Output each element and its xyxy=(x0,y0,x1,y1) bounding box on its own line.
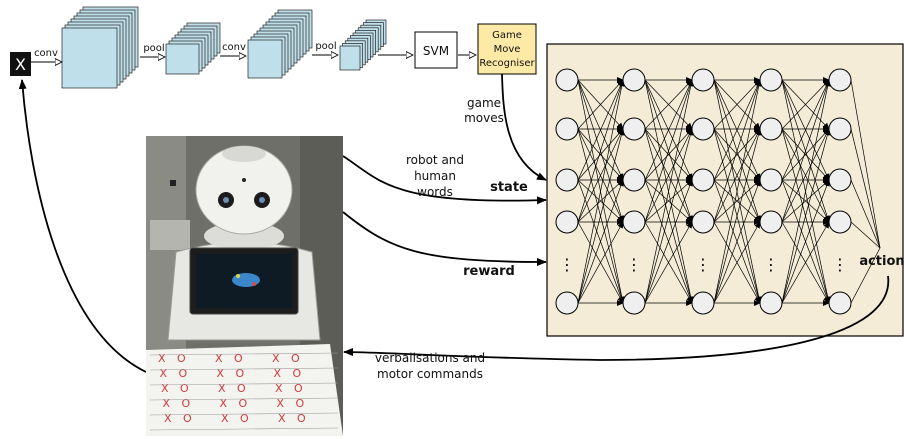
neuron-4-0 xyxy=(828,68,852,92)
neuron-3-0 xyxy=(759,68,783,92)
neuron-0-5 xyxy=(555,291,579,315)
neuron-3-5 xyxy=(759,291,783,315)
feature-map-3-0 xyxy=(339,45,361,71)
neuron-0-1 xyxy=(555,117,579,141)
recogniser-line-1: Game xyxy=(492,30,522,41)
board-mark: O xyxy=(237,382,246,395)
network-nodes: ⋮ ⋮ ⋮ ⋮ ⋮ xyxy=(555,68,852,315)
board-mark: X xyxy=(217,367,225,380)
input-x-box: X xyxy=(10,52,31,76)
conv-label-1: conv xyxy=(34,48,58,59)
feature-map-1-0 xyxy=(165,43,200,75)
board-mark: X xyxy=(220,397,228,410)
reward-label: reward xyxy=(463,264,515,279)
neuron-0-0 xyxy=(555,68,579,92)
board-mark: X xyxy=(277,397,285,410)
board-mark: X xyxy=(161,382,169,395)
neuron-2-1 xyxy=(691,117,715,141)
board-mark: O xyxy=(236,367,245,380)
action-label: action xyxy=(859,254,904,269)
board-mark: O xyxy=(294,382,303,395)
board-mark: X xyxy=(274,367,282,380)
neuron-1-5 xyxy=(622,291,646,315)
board-mark: O xyxy=(297,412,306,425)
feature-map-0-0 xyxy=(61,27,118,89)
input-x-label: X xyxy=(15,55,26,74)
neuron-2-5 xyxy=(691,291,715,315)
board-mark: O xyxy=(239,397,248,410)
words-label-3: words xyxy=(417,185,453,199)
game-moves-arrow xyxy=(501,73,547,181)
neuron-0-3 xyxy=(555,210,579,234)
recogniser-line-2: Move xyxy=(494,44,521,55)
neuron-3-1 xyxy=(759,117,783,141)
board-mark: X xyxy=(164,412,172,425)
neuron-3-2 xyxy=(759,168,783,192)
game-move-recogniser-box: Game Move Recogniser xyxy=(477,23,537,75)
board-mark: O xyxy=(293,367,302,380)
svm-box: SVM xyxy=(414,31,458,69)
board-mark: O xyxy=(240,412,249,425)
photo-to-input-arrow xyxy=(18,79,147,373)
neuron-1-0 xyxy=(622,68,646,92)
board-mark: X xyxy=(215,352,223,365)
neuron-1-3 xyxy=(622,210,646,234)
ellipsis-4: ⋮ xyxy=(832,255,848,274)
pool-label-1: pool xyxy=(143,43,164,54)
board-mark: O xyxy=(291,352,300,365)
neuron-2-2 xyxy=(691,168,715,192)
game-moves-label-2: moves xyxy=(464,111,504,125)
board-mark: O xyxy=(177,352,186,365)
cnn-stacks xyxy=(61,6,387,89)
neuron-3-3 xyxy=(759,210,783,234)
board-mark: X xyxy=(272,352,280,365)
board-mark: O xyxy=(183,412,192,425)
board-mark: X xyxy=(158,352,166,365)
reward-arrow xyxy=(342,211,547,266)
conv-label-2: conv xyxy=(222,42,246,53)
feature-map-2-0 xyxy=(247,39,283,79)
cnn-arrows xyxy=(31,55,476,62)
pool-label-2: pool xyxy=(315,41,336,52)
action-return-arrow xyxy=(343,275,890,361)
state-label: state xyxy=(490,180,528,195)
neuron-4-1 xyxy=(828,117,852,141)
board-mark: X xyxy=(275,382,283,395)
neuron-0-2 xyxy=(555,168,579,192)
board-mark: O xyxy=(296,397,305,410)
board-mark: O xyxy=(234,352,243,365)
ellipsis-3: ⋮ xyxy=(763,255,779,274)
ellipsis-0: ⋮ xyxy=(559,255,575,274)
board-mark: X xyxy=(163,397,171,410)
neuron-4-2 xyxy=(828,168,852,192)
board-mark: X xyxy=(218,382,226,395)
network-edges xyxy=(577,77,881,306)
board-mark: X xyxy=(221,412,229,425)
verbalisations-label-2: motor commands xyxy=(377,367,483,381)
verbalisations-label-1: verbalisations and xyxy=(375,351,485,365)
words-arrow xyxy=(342,155,547,205)
neuron-4-5 xyxy=(828,291,852,315)
board-mark: X xyxy=(160,367,168,380)
neuron-1-2 xyxy=(622,168,646,192)
board-mark: X xyxy=(278,412,286,425)
board-mark: O xyxy=(180,382,189,395)
words-label-1: robot and xyxy=(406,153,464,167)
neuron-1-1 xyxy=(622,117,646,141)
ellipsis-1: ⋮ xyxy=(626,255,642,274)
board-mark: O xyxy=(182,397,191,410)
game-moves-label-1: game xyxy=(467,96,501,110)
svm-label: SVM xyxy=(423,44,449,58)
board-mark: O xyxy=(179,367,188,380)
neuron-4-3 xyxy=(828,210,852,234)
recogniser-line-3: Recogniser xyxy=(479,58,535,69)
words-label-2: human xyxy=(414,169,456,183)
neuron-2-3 xyxy=(691,210,715,234)
ellipsis-2: ⋮ xyxy=(695,255,711,274)
neuron-2-0 xyxy=(691,68,715,92)
